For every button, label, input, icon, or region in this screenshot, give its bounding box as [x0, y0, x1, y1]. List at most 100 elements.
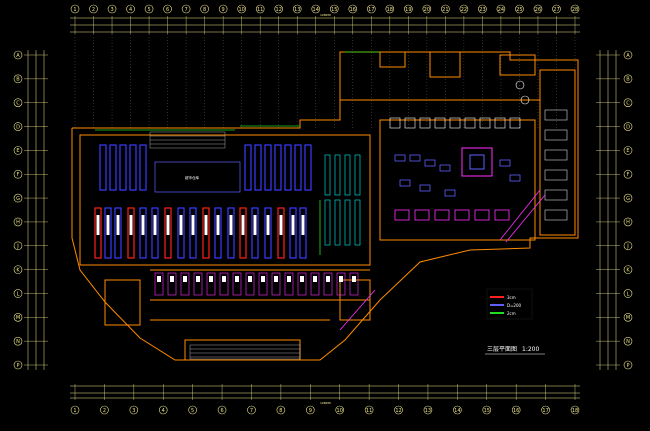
top-axis-bubble: 23	[478, 4, 487, 14]
right-axis-bubble-label: L	[627, 291, 630, 297]
right-axis-bubble: P	[623, 360, 633, 370]
display-table	[499, 159, 511, 167]
right-axis-bubble-label: A	[626, 53, 630, 59]
top-dimension-lines	[70, 17, 580, 33]
service-counter	[494, 209, 510, 221]
bottom-axis-bubble-circle	[423, 405, 433, 415]
right-zone-fixtures	[389, 80, 568, 221]
top-axis-bubble-circle	[533, 4, 543, 14]
top-axis-bubble-label: 8	[203, 7, 206, 13]
left-axis-bubble: N	[13, 336, 23, 346]
shelf-lower-item	[291, 215, 295, 235]
right-axis-bubble: A	[623, 50, 633, 60]
checkout-register	[326, 276, 330, 282]
checkout-lane	[258, 272, 268, 296]
bottom-axis-bubble-label: 1	[73, 408, 76, 414]
top-axis-bubble: 19	[404, 4, 413, 14]
top-axis-bubble-circle	[459, 4, 469, 14]
checkout-register	[222, 276, 226, 282]
top-axis-bubble: 10	[237, 4, 246, 14]
left-axis-bubble: C	[13, 98, 23, 107]
central-storage-block	[154, 161, 241, 193]
left-axis-bubble-label: D	[16, 124, 20, 130]
left-axis-bubble-label: J	[16, 244, 18, 250]
top-axis-bubble-circle	[404, 4, 413, 14]
bottom-axis-bubble-circle	[129, 405, 139, 415]
top-axis-bubble-circle	[348, 4, 358, 14]
shelf-upper	[254, 144, 262, 191]
left-axis-bubble-label: L	[17, 291, 20, 297]
bottom-axis-bubble-label: 14	[454, 408, 460, 414]
checkout-lane	[219, 272, 229, 296]
right-axis-bubble-label: J	[626, 244, 628, 250]
right-axis-bubble-circle	[623, 336, 633, 346]
left-axis-bubble-circle	[13, 336, 23, 346]
left-axis-bubble-label: P	[16, 363, 19, 369]
shelf-lower	[127, 207, 135, 259]
checkout-lane	[271, 272, 281, 296]
checkout-register	[209, 276, 213, 282]
top-axis-bubble-circle	[311, 4, 321, 14]
legend-label-blue: D=200	[507, 303, 522, 308]
top-axis-bubble-circle	[163, 4, 172, 14]
right-axis-bubble: H	[623, 217, 633, 227]
left-axis-bubble: H	[13, 217, 23, 227]
top-axis-bubble-circle	[366, 4, 376, 14]
bottom-axis-bubble-circle	[364, 405, 374, 415]
bottom-axis-bubble-label: 17	[542, 408, 548, 414]
top-axis-bubble-circle	[126, 4, 135, 14]
left-axis-bubble-circle	[13, 289, 23, 298]
right-axis-bubble-label: D	[626, 124, 630, 130]
shelving-units	[94, 144, 361, 259]
top-axis-bubble-label: 22	[461, 7, 467, 13]
right-axis-bubble-label: C	[626, 100, 630, 106]
top-axis-bubble-label: 6	[166, 7, 169, 13]
right-axis-bubble-circle	[623, 50, 633, 60]
office-cubicle	[494, 117, 506, 129]
top-axis-bubble: 7	[181, 4, 191, 14]
display-table	[424, 159, 436, 167]
left-axis-bubble: P	[13, 360, 23, 370]
left-axis-bubble-label: M	[16, 315, 20, 321]
top-axis-bubble-label: 5	[147, 7, 150, 13]
office-cubicle	[419, 117, 431, 129]
checkout-lane	[167, 272, 177, 296]
top-axis-bubble-circle	[385, 4, 395, 14]
bottom-axis-bubble-circle	[158, 405, 168, 415]
shelf-upper	[304, 144, 312, 191]
bottom-axis-bubble: 4	[158, 405, 168, 415]
right-axis-bubble: J	[623, 241, 633, 251]
bottom-axis-bubble-circle	[394, 405, 403, 415]
bottom-axis-bubble-label: 16	[513, 408, 519, 414]
right-axis-bubble: M	[623, 313, 633, 322]
shelf-lower-item	[191, 215, 195, 235]
bottom-axis-bubble-label: 12	[395, 408, 401, 414]
shelf-lower	[277, 207, 285, 259]
bottom-axis-bubble-label: 10	[337, 408, 343, 414]
display-table	[419, 184, 431, 192]
office-cubicle	[464, 117, 476, 129]
left-axis-bubble: A	[13, 50, 23, 60]
column-fixture	[515, 80, 525, 90]
shelf-lower	[239, 207, 247, 259]
bottom-axis-bubble-label: 6	[220, 408, 223, 414]
left-axis-bubble-circle	[13, 193, 23, 203]
checkout-lane	[193, 272, 203, 296]
top-axis-bubble: 28	[570, 4, 580, 14]
side-room	[544, 109, 568, 121]
bottom-axis-bubble-circle	[482, 405, 492, 415]
left-axis-bubble-circle	[13, 360, 23, 370]
left-axis-bubble-circle	[13, 74, 23, 84]
top-axis-bubble-label: 14	[313, 7, 319, 13]
checkout-register	[261, 276, 265, 282]
shelf-lower-item	[301, 215, 305, 235]
shelf-lower	[177, 207, 185, 259]
bottom-axis-bubble-label: 8	[279, 408, 282, 414]
checkout-lane	[232, 272, 242, 296]
shelf-lower-item	[116, 215, 120, 235]
left-axis-bubble-label: N	[16, 339, 20, 345]
right-axis-bubble-circle	[623, 265, 633, 274]
bottom-axis-bubble: 16	[511, 405, 521, 415]
